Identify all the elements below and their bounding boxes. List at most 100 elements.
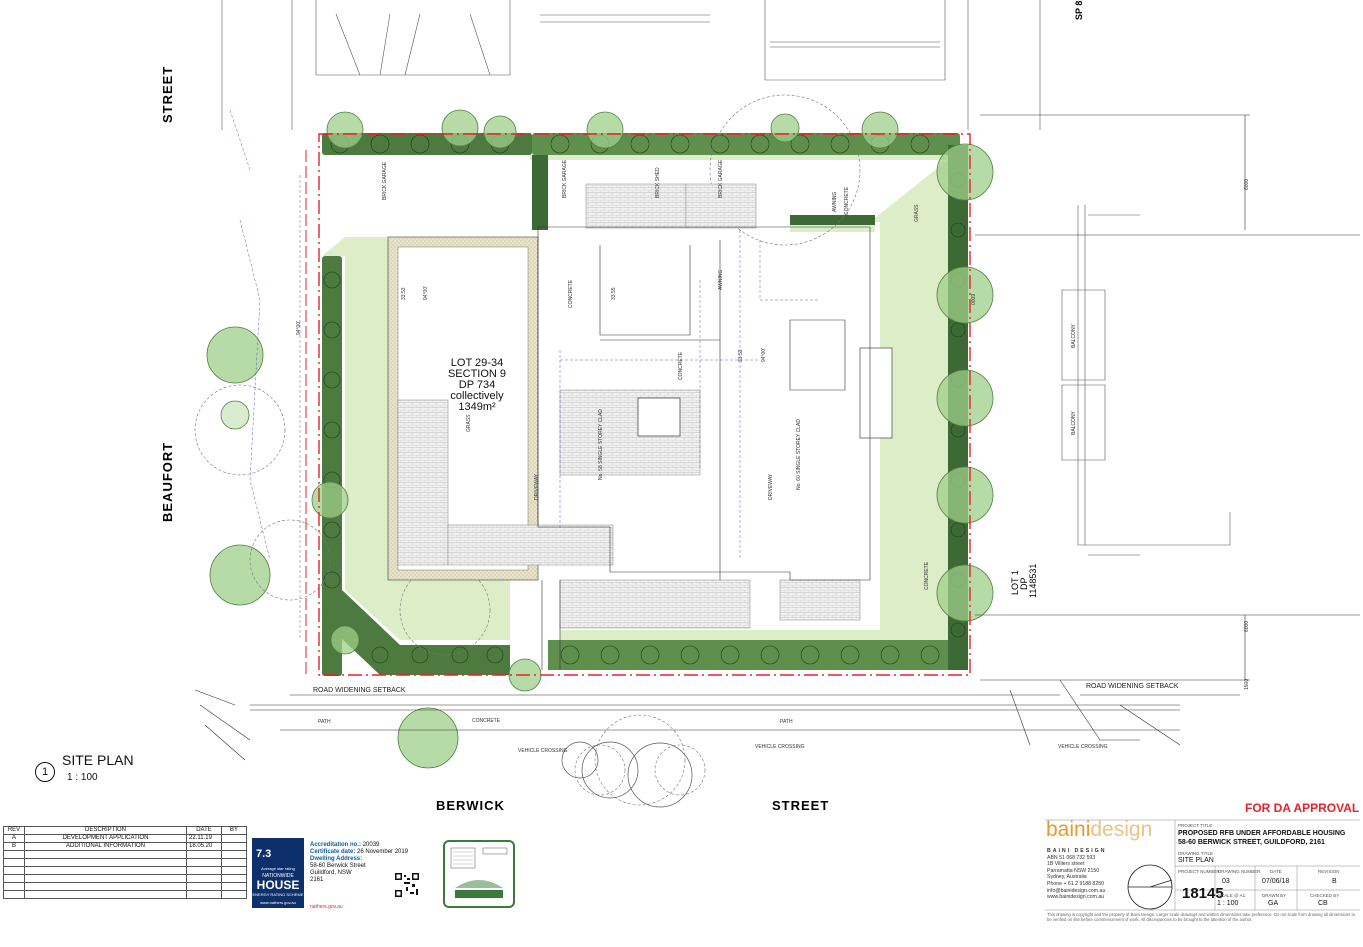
rev-cell: B — [3, 842, 25, 851]
note-driveway-2: DRIVEWAY — [768, 473, 774, 500]
note-balcony-2: BALCONY — [1071, 410, 1077, 435]
lot-line2: SECTION 9 — [447, 368, 507, 380]
revision-table: REV DESCRIPTION DATE BY A DEVELOPMENT AP… — [3, 826, 247, 899]
adjacent-lot-line3: 1148531 — [1028, 564, 1038, 598]
note-bearing-1: 94°00' — [423, 286, 429, 300]
date-cell: 18.05.20 — [186, 842, 222, 851]
firm-name: BAINI DESIGN — [1047, 848, 1107, 854]
table-row — [3, 858, 247, 867]
qr-code-icon — [394, 872, 420, 898]
checked-by: CB — [1318, 900, 1328, 907]
table-row — [3, 874, 247, 883]
by-cell — [221, 834, 247, 843]
note-awning-2: AWNING — [832, 192, 838, 212]
adjacent-lot-line1: LOT 1 — [1010, 570, 1020, 595]
disclaimer: This drawing is copyright and the proper… — [1047, 912, 1355, 922]
drawing-title-label: DRAWING TITLE — [1178, 851, 1214, 856]
site-plan-name: SITE PLAN — [62, 752, 134, 768]
note-vehicle-crossing-2: VEHICLE CROSSING — [755, 744, 805, 750]
note-concrete-1: CONCRETE — [568, 279, 574, 308]
stamp-icon — [450, 847, 508, 898]
note-grass-2: GRASS — [914, 204, 920, 222]
site-plan-number: 1 — [35, 762, 55, 782]
lot-label: LOT 29-34 SECTION 9 DP 734 collectively … — [440, 358, 514, 413]
note-grass-1: GRASS — [466, 414, 472, 432]
note-concrete-3: CONCRETE — [844, 186, 850, 215]
title-block-lines — [1045, 819, 1360, 911]
note-level-2: 33.53 — [738, 349, 744, 362]
note-balcony-1: BALCONY — [1071, 323, 1077, 348]
firm-line: ABN 51 068 732 593 — [1047, 854, 1096, 861]
note-brick-shed: BRICK SHED — [655, 167, 661, 198]
setback-label-left: ROAD WIDENING SETBACK — [313, 687, 406, 694]
note-existing-house-1: No. 58 SINGLE STOREY CLAD — [598, 409, 604, 480]
north-arrow — [1127, 864, 1173, 910]
logo-part1: baini — [1046, 818, 1091, 841]
drawn-by: GA — [1268, 900, 1279, 907]
note-path-2: PATH — [780, 719, 793, 725]
street-label-top: STREET — [160, 66, 175, 123]
note-existing-house-2: No. 60 SINGLE STOREY CLAD — [796, 419, 802, 490]
nathers-url-2: nathers.gov.au — [310, 904, 343, 910]
note-dim-1500: 1500 — [1244, 679, 1250, 690]
street-trees-outline — [561, 741, 693, 808]
certification-stamp — [443, 840, 515, 908]
cert-date-label: Certificate date: — [310, 849, 356, 855]
brand-top: NATIONWIDE — [262, 873, 294, 879]
table-row: B ADDITIONAL INFORMATION 18.05.20 — [3, 842, 247, 851]
table-row — [3, 890, 247, 899]
drawing-date: 07/06/18 — [1262, 878, 1290, 885]
rating-label: Average star rating — [261, 866, 295, 871]
address-line2: Guildford, NSW — [310, 870, 352, 876]
note-vehicle-crossing-1: VEHICLE CROSSING — [518, 748, 568, 754]
rev-header: REV — [3, 826, 25, 835]
cert-date-value: 26 November 2019 — [357, 849, 409, 855]
drawing-number: 03 — [1222, 878, 1230, 885]
accreditation-label: Accreditation no.: — [310, 842, 362, 848]
firm-line: Sydney, Australia — [1047, 874, 1087, 881]
note-concrete-2: CONCRETE — [678, 351, 684, 380]
by-cell — [221, 842, 247, 851]
nathers-info: Accreditation no.: 20039 Certificate dat… — [310, 842, 420, 884]
address-label: Dwelling Address: — [310, 856, 363, 862]
drawing-title: SITE PLAN — [1178, 857, 1214, 864]
lot-line4: collectively — [450, 390, 504, 402]
proposed-building — [387, 183, 893, 629]
firm-line: info@bainidesign.com.au — [1047, 887, 1106, 894]
firm-line: www.bainidesign.com.au — [1047, 894, 1105, 901]
note-brick-garage-2: BRICK GARAGE — [382, 161, 388, 200]
project-title-1: PROPOSED RFB UNDER AFFORDABLE HOUSING — [1178, 830, 1346, 837]
address-line1: 58-60 Berwick Street — [310, 863, 366, 869]
trees — [206, 109, 994, 769]
date-cell: 22.11.19 — [186, 834, 222, 843]
project-number: 18145 — [1182, 885, 1224, 902]
hedges — [322, 133, 968, 676]
brand-main: HOUSE — [256, 878, 300, 892]
firm-line: Phone + 61 2 9188 8250 — [1047, 880, 1104, 887]
lot-area: 1349m² — [458, 401, 496, 413]
star-rating: 7.3 — [256, 848, 272, 860]
site-plan-scale: 1 : 100 — [67, 772, 98, 783]
street-label-bottom: STREET — [772, 798, 829, 813]
nathers-certificate: 7.3 Average star rating NATIONWIDE HOUSE… — [252, 838, 426, 910]
project-title-2: 58-60 BERWICK STREET, GUILDFORD, 2161 — [1178, 839, 1325, 846]
lot-line3: DP 734 — [458, 379, 496, 391]
road-lines — [194, 114, 1360, 761]
note-bearing-3: 94°00' — [296, 321, 302, 335]
rev-cell: A — [3, 834, 25, 843]
firm-line: 1B Villiers street — [1047, 861, 1085, 868]
revision-header: REV DESCRIPTION DATE BY — [3, 826, 247, 835]
note-bearing-2: 94°00' — [761, 348, 767, 362]
revision-label: REVISION — [1318, 869, 1340, 874]
note-path-1: PATH — [318, 719, 331, 725]
by-header: BY — [221, 826, 247, 835]
note-driveway-1: DRIVEWAY — [534, 473, 540, 500]
note-lot-line-h: 0009 — [971, 294, 977, 305]
nathers-url: www.nathers.gov.au — [260, 900, 296, 905]
note-concrete-path: CONCRETE — [472, 718, 501, 724]
site-boundary — [318, 133, 971, 676]
revision-value: B — [1332, 878, 1337, 885]
address-line3: 2161 — [310, 877, 324, 883]
accreditation-value: 20039 — [362, 842, 380, 848]
